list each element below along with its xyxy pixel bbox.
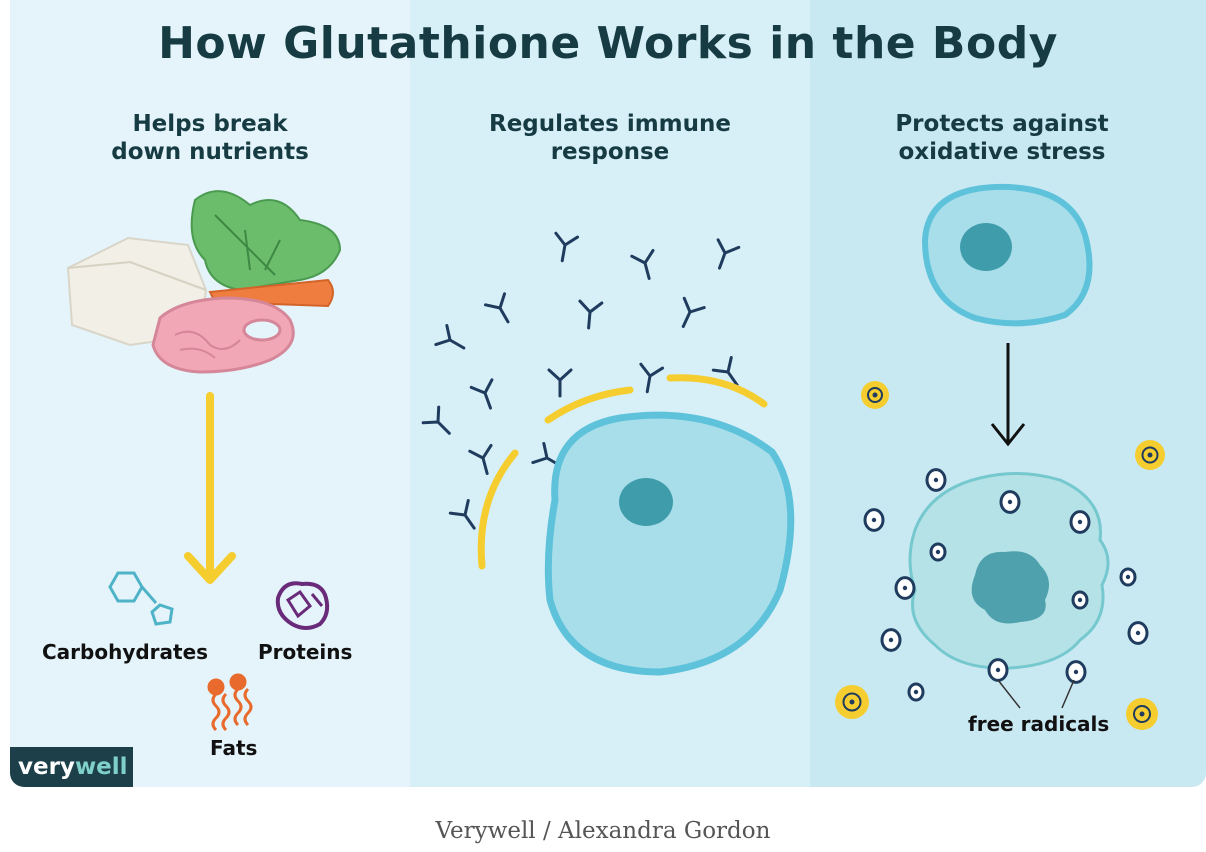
antibody-icon (469, 378, 494, 410)
free-radical-dot (902, 585, 908, 591)
free-radical-dot (871, 517, 877, 523)
down-arrow-yellow (184, 392, 236, 584)
carbohydrate-molecule-icon (108, 571, 174, 626)
heading-immune: Regulates immune response (488, 111, 731, 165)
down-arrow-black (990, 343, 1026, 447)
label-fats: Fats (210, 736, 258, 760)
heading-nutrients: Helps break down nutrients (111, 111, 309, 165)
antibody-icon (554, 231, 580, 263)
free-radical-ring (1133, 705, 1151, 723)
antibody-icon (547, 368, 573, 398)
antibody-icon (483, 292, 510, 324)
free-radical-dot (1077, 519, 1083, 525)
label-proteins: Proteins (258, 640, 353, 664)
free-radical-dot (1007, 499, 1013, 505)
free-radicals (835, 381, 1165, 730)
free-radical-dot (1135, 630, 1141, 636)
verywell-logo: verywell (10, 747, 133, 787)
antibody-icon (434, 323, 466, 350)
antibody-icon (711, 355, 739, 387)
label-free-radicals: free radicals (968, 712, 1110, 736)
antibody-icon (639, 362, 665, 394)
free-radical-dot (933, 477, 939, 483)
antibody-icon (448, 498, 476, 530)
infographic: How Glutathione Works in the Body Helps … (10, 0, 1206, 787)
free-radical-dot (1147, 452, 1153, 458)
antibody-icon (716, 238, 741, 270)
free-radical-dot (935, 549, 941, 555)
free-radical-ring (1141, 446, 1159, 464)
free-radical-dot (872, 392, 878, 398)
antibody-icon (681, 296, 706, 329)
image-caption: Verywell / Alexandra Gordon (435, 818, 771, 844)
free-radical-dot (1125, 574, 1131, 580)
free-radical-dot (888, 637, 894, 643)
heading-oxidative: Protects against oxidative stress (895, 111, 1109, 165)
free-radical-dot (849, 699, 855, 705)
free-radical-pointers (997, 679, 1075, 709)
free-radical-ring (867, 387, 883, 403)
free-radical-dot (1077, 597, 1083, 603)
illustration (66, 183, 1165, 732)
healthy-cell (921, 183, 1093, 327)
free-radical-dot (913, 689, 919, 695)
antibody-icon (421, 405, 451, 435)
antibody-icon (630, 248, 655, 280)
yellow-arcs (477, 374, 768, 570)
antibody-cluster (421, 231, 741, 530)
free-radical-ring (842, 692, 862, 712)
free-radical-dot (1073, 669, 1079, 675)
antibody-icon (578, 299, 604, 330)
free-radical-dot (1139, 711, 1145, 717)
damaged-cell (908, 472, 1110, 670)
page-title: How Glutathione Works in the Body (158, 18, 1058, 69)
fats-icon (207, 673, 253, 732)
label-carbohydrates: Carbohydrates (42, 640, 209, 664)
food-illustration (66, 190, 342, 374)
protein-icon (275, 581, 330, 630)
antibody-icon (468, 443, 493, 475)
immune-cell (544, 411, 795, 676)
free-radical-dot (995, 667, 1001, 673)
